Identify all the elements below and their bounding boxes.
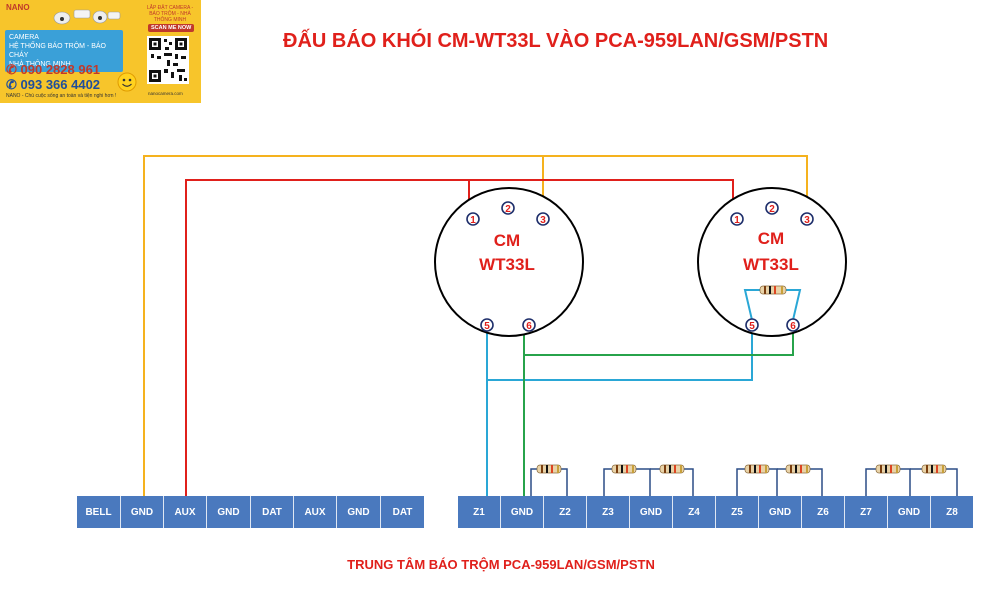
svg-text:6: 6 xyxy=(526,321,532,332)
terminal-dat: DAT xyxy=(251,496,294,528)
phone-number-2: ✆ 093 366 4402 xyxy=(6,77,101,92)
qr-code-icon xyxy=(147,36,189,84)
camera-icon xyxy=(53,9,121,25)
green-wire xyxy=(523,330,794,498)
detector-label-line1: CM xyxy=(494,231,520,250)
info-line: CAMERA xyxy=(9,34,39,41)
brand-logo: NANO xyxy=(6,3,30,12)
eol-resistor-wire xyxy=(743,289,760,321)
svg-text:1: 1 xyxy=(734,215,740,226)
phone-number-1: ✆ 090 2828 961 xyxy=(6,62,101,77)
detector-label-line2: WT33L xyxy=(479,255,535,274)
pin-6: 6 xyxy=(786,318,800,332)
pin-5: 5 xyxy=(480,318,494,332)
smoke-detector-2: CM WT33L 1 2 3 5 6 xyxy=(697,187,847,337)
smoke-detector-1: CM WT33L 1 2 3 5 6 xyxy=(434,187,584,337)
resistor-icon xyxy=(785,464,811,474)
slogan: NANO - Chú cuộc sống an toàn và tiện ngh… xyxy=(6,93,117,99)
terminal-z2: Z2 xyxy=(544,496,587,528)
phone-icon: ✆ xyxy=(6,62,21,77)
pin-2: 2 xyxy=(501,201,515,215)
terminal-aux: AUX xyxy=(164,496,207,528)
terminal-gnd: GND xyxy=(121,496,164,528)
service-tag: LẮP ĐẶT CAMERA - BÁO TRỘM - NHÀ THÔNG MI… xyxy=(146,5,194,23)
pin-1: 1 xyxy=(466,212,480,226)
svg-text:5: 5 xyxy=(749,321,755,332)
resistor-icon xyxy=(875,464,901,474)
terminal-gnd: GND xyxy=(759,496,802,528)
terminal-gnd: GND xyxy=(501,496,544,528)
terminal-z6: Z6 xyxy=(802,496,845,528)
svg-text:5: 5 xyxy=(484,321,490,332)
pin-6: 6 xyxy=(522,318,536,332)
advertisement-banner: NANO CAMERA HỆ THỐNG BÁO TRỘM - BÁO CHÁY… xyxy=(0,0,201,103)
pin-2: 2 xyxy=(765,201,779,215)
resistor-icon xyxy=(536,464,562,474)
smiley-icon xyxy=(117,72,137,92)
pin-5: 5 xyxy=(745,318,759,332)
resistor-icon xyxy=(611,464,637,474)
zone-wire xyxy=(486,330,753,498)
info-line: NHÀ THÔNG MINH xyxy=(9,61,71,68)
svg-text:6: 6 xyxy=(790,321,796,332)
terminal-z4: Z4 xyxy=(673,496,716,528)
detector-label-line1: CM xyxy=(758,229,784,248)
service-info: CAMERA HỆ THỐNG BÁO TRỘM - BÁO CHÁY NHÀ … xyxy=(5,30,123,72)
eol-resistor-wire xyxy=(786,289,802,321)
detector-label-line2: WT33L xyxy=(743,255,799,274)
svg-text:2: 2 xyxy=(769,204,775,215)
pin-1: 1 xyxy=(730,212,744,226)
pin-3: 3 xyxy=(536,212,550,226)
terminal-z5: Z5 xyxy=(716,496,759,528)
terminal-gnd: GND xyxy=(888,496,931,528)
svg-text:3: 3 xyxy=(540,215,546,226)
aux-wire xyxy=(185,179,734,498)
resistor-icon xyxy=(921,464,947,474)
phone-icon: ✆ xyxy=(6,77,21,92)
terminal-aux: AUX xyxy=(294,496,337,528)
terminal-bell: BELL xyxy=(77,496,121,528)
resistor-icon xyxy=(759,285,787,295)
terminal-gnd: GND xyxy=(207,496,251,528)
pin-3: 3 xyxy=(800,212,814,226)
website-label: nanocamera.com xyxy=(148,91,183,96)
terminal-z3: Z3 xyxy=(587,496,630,528)
resistor-icon xyxy=(659,464,685,474)
panel-resistors xyxy=(530,464,958,498)
gnd-wire xyxy=(143,155,808,498)
svg-text:3: 3 xyxy=(804,215,810,226)
terminal-z8: Z8 xyxy=(931,496,973,528)
terminal-gnd: GND xyxy=(337,496,381,528)
terminal-z1: Z1 xyxy=(458,496,501,528)
terminal-z7: Z7 xyxy=(845,496,888,528)
svg-text:1: 1 xyxy=(470,215,476,226)
diagram-title: ĐẤU BÁO KHÓI CM-WT33L VÀO PCA-959LAN/GSM… xyxy=(283,30,829,52)
panel-caption: TRUNG TÂM BÁO TRỘM PCA-959LAN/GSM/PSTN xyxy=(347,557,655,572)
terminal-gnd: GND xyxy=(630,496,673,528)
info-line: HỆ THỐNG BÁO TRỘM - BÁO CHÁY xyxy=(9,43,106,59)
svg-text:2: 2 xyxy=(505,204,511,215)
terminal-dat: DAT xyxy=(381,496,424,528)
scan-me-label: SCAN ME NOW xyxy=(148,24,195,32)
resistor-icon xyxy=(744,464,770,474)
